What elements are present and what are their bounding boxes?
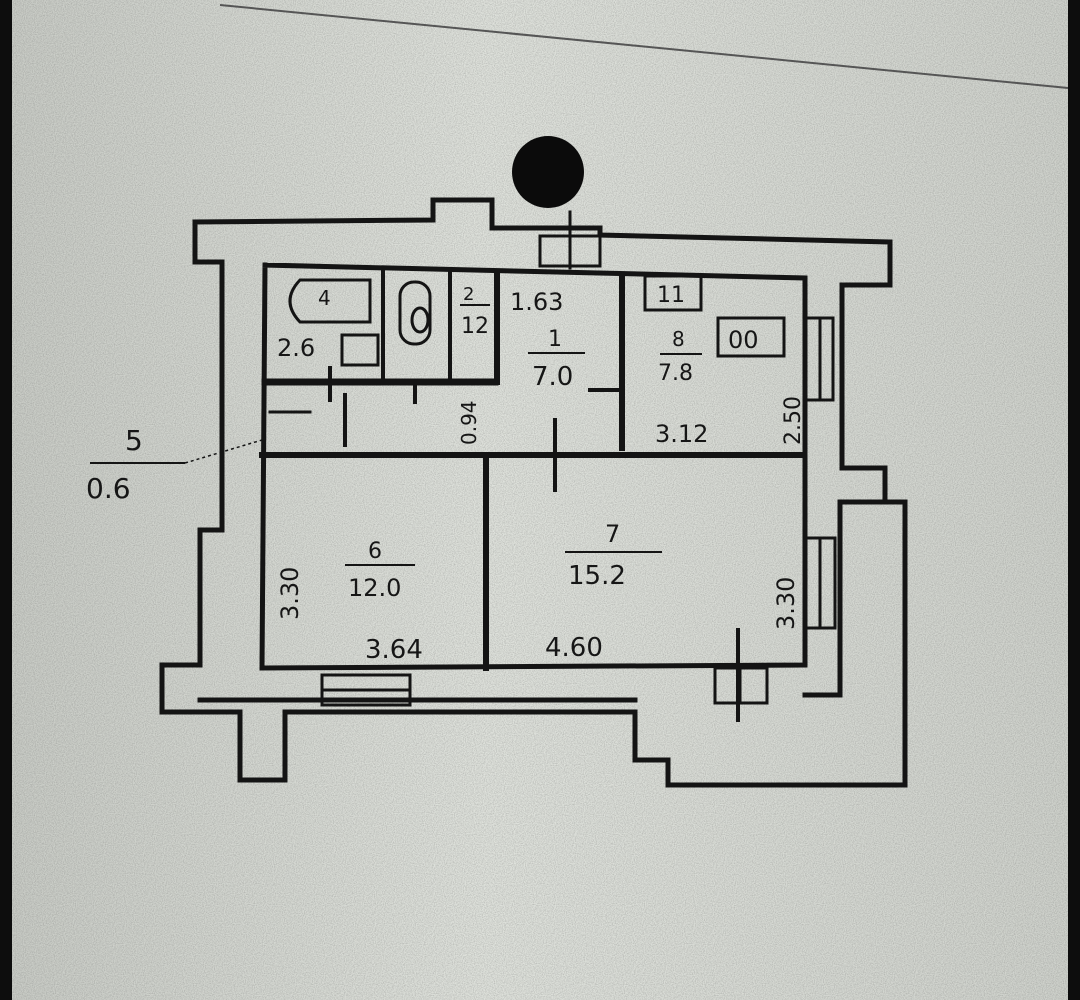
right-border [1068,0,1080,1000]
room-1-number: 1 [548,327,562,352]
room-5-leader-line [184,439,263,464]
room-8-area: 7.8 [658,361,693,386]
kitchen-length-label: 3.12 [655,420,708,448]
vent-shaft-icon [512,136,584,208]
passage-width-label: 0.94 [457,400,481,445]
stove-icon [716,316,786,358]
room-6-number: 6 [368,539,382,564]
room-4-number: 4 [318,286,331,310]
room-4-area: 2.6 [277,334,315,362]
room-6-length-label: 3.64 [365,635,423,665]
toilet-icon [398,280,432,346]
room-7-length-label: 4.60 [545,633,603,663]
room-7-height-label: 3.30 [772,577,800,630]
exterior-walls [159,197,908,788]
interior-walls [259,269,803,722]
room-5-number: 5 [125,424,143,457]
room-7-number: 7 [605,520,620,548]
room-2-area: 12 [461,314,489,339]
room-1-area: 7.0 [532,362,573,392]
bathtub-icon [288,278,372,324]
sheet-fold-line [219,4,1069,89]
room-2-number: 2 [463,284,474,305]
room-8-number: 8 [672,327,685,351]
stove-label: 00 [728,326,759,354]
room-6-area: 12.0 [348,574,401,602]
room-7-area: 15.2 [568,561,626,591]
corridor-width-label: 1.63 [510,288,563,316]
windows [320,210,837,707]
room-6-height-label: 3.30 [276,567,304,620]
kitchen-width-label: 2.50 [781,396,806,445]
washbasin-icon [340,333,380,367]
sink-icon [643,274,703,312]
sink-label: 11 [657,283,685,308]
left-border [0,0,12,1000]
room-5-area: 0.6 [86,472,131,505]
